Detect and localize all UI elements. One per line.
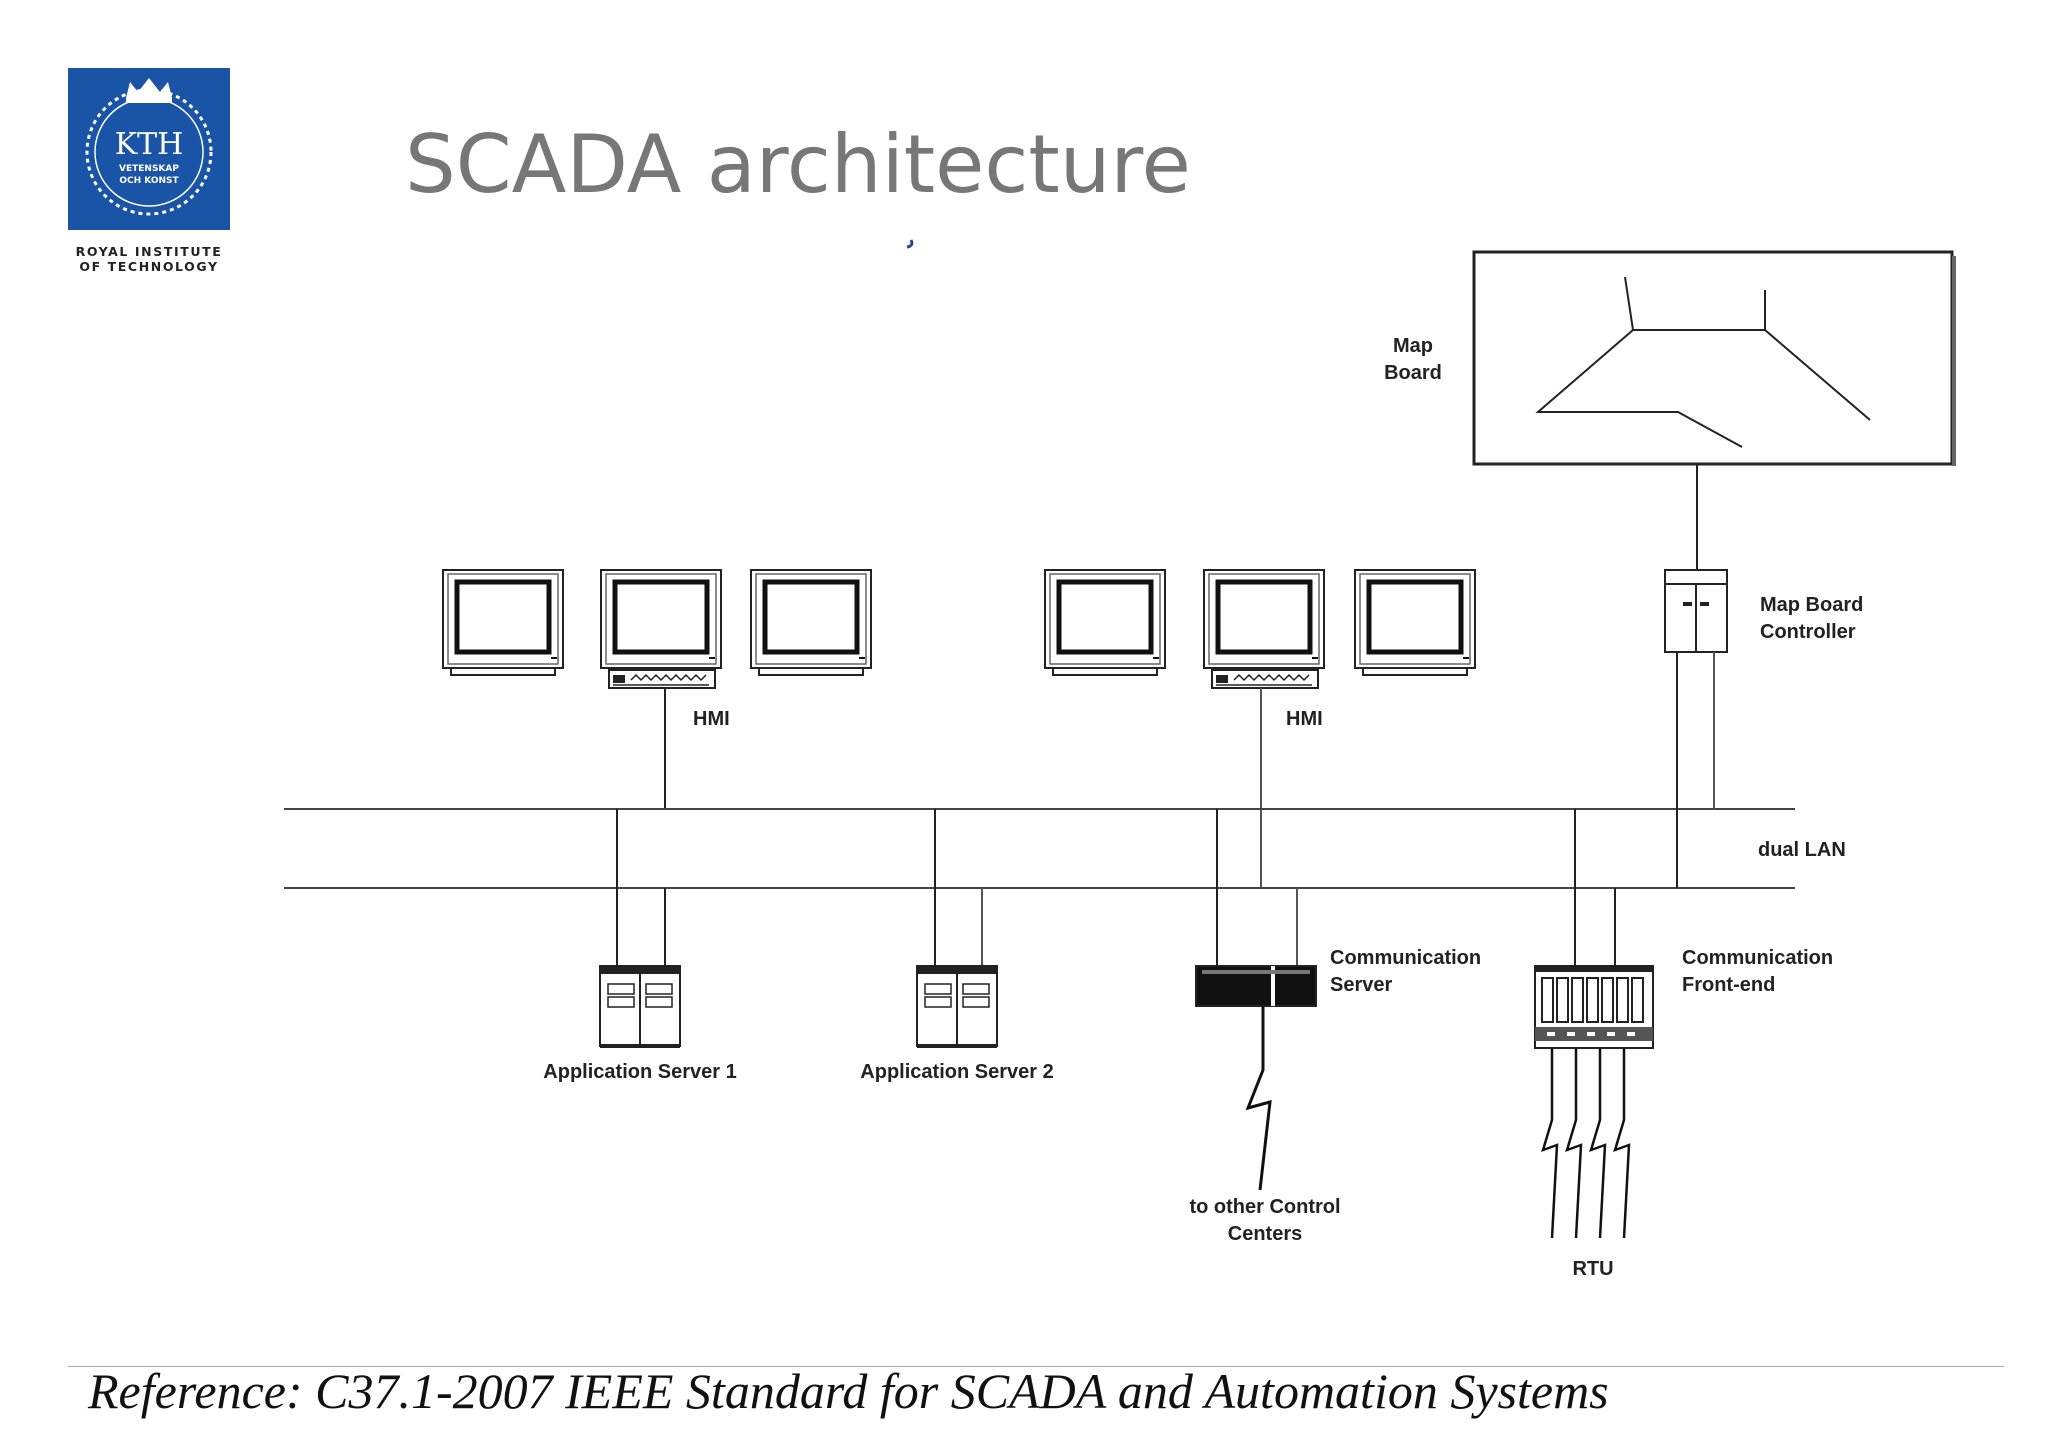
hmi-right-label: HMI [1286,708,1323,730]
reference-text: Reference: C37.1-2007 IEEE Standard for … [88,1363,1609,1419]
comm-server [1195,965,1317,1007]
monitor-right-2 [1204,570,1324,675]
app-server-1 [599,965,681,1049]
monitor-right-1 [1045,570,1165,675]
app-server-1-label: Application Server 1 [543,1061,736,1083]
institution-line1: ROYAL INSTITUTE [75,244,223,259]
institution-name: ROYAL INSTITUTE OF TECHNOLOGY [68,244,230,274]
reference-divider [68,1366,2004,1367]
kth-logo-emblem: KTH VETENSKAP OCH KONST [68,68,230,230]
comm-frontend-label-line1: Communication [1682,947,1833,969]
other-centers-label-line1: to other Control [1189,1196,1340,1218]
map-board [1472,250,1956,466]
keyboard-right [1211,669,1319,689]
rtu-radio-links [1541,1048,1631,1239]
monitor-right-3 [1355,570,1475,675]
map-board-controller [1664,569,1728,653]
map-board-shadow [1952,256,1956,466]
map-board-controller-label-line1: Map Board [1760,594,1863,616]
stray-mark [906,239,914,249]
dual-lan-label: dual LAN [1758,839,1846,861]
map-board-controller-label-line2: Controller [1760,621,1856,643]
other-centers-label-line2: Centers [1228,1223,1302,1245]
comm-frontend-label-line2: Front-end [1682,974,1775,996]
kth-wordmark: KTH [115,127,184,162]
institution-line2: OF TECHNOLOGY [79,259,219,274]
app-server-2-label: Application Server 2 [860,1061,1053,1083]
monitor-left-1 [443,570,563,675]
monitor-left-2 [601,570,721,675]
map-board-frame [1472,250,1954,466]
app-server-2 [916,965,998,1049]
comm-frontend [1534,965,1654,1049]
rtu-label: RTU [1572,1258,1613,1280]
comm-server-radio-link [1245,1006,1272,1191]
slide-title: SCADA architecture [405,118,1191,211]
kth-logo: KTH VETENSKAP OCH KONST ROYAL INSTITUTE … [68,68,230,274]
kth-motto-line1: VETENSKAP [119,164,179,174]
hmi-left-label: HMI [693,708,730,730]
keyboard-left [608,669,716,689]
kth-motto-line2: OCH KONST [119,176,179,186]
comm-server-label-line2: Server [1330,974,1392,996]
monitor-left-3 [751,570,871,675]
map-board-label-line1: Map [1393,335,1433,357]
map-board-network-lines [1535,276,1871,448]
comm-server-label-line1: Communication [1330,947,1481,969]
kth-seal-icon: KTH VETENSKAP OCH KONST [85,78,213,216]
map-board-label-line2: Board [1384,362,1442,384]
